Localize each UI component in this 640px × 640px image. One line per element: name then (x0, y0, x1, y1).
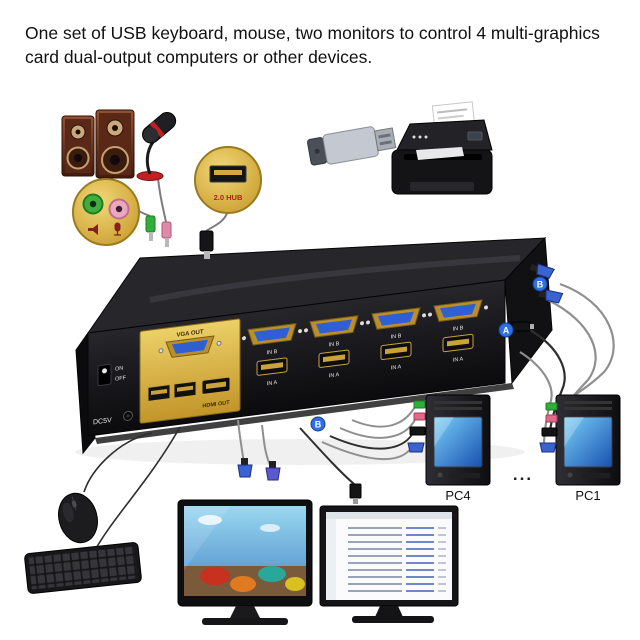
kvm-switch: ON OFF DC5V VGA OUT (75, 236, 553, 465)
mouse (58, 492, 98, 544)
svg-text:B: B (537, 280, 544, 290)
in-b-label: IN B (329, 341, 340, 348)
usb-flash-drive (307, 126, 397, 166)
speakers (61, 109, 135, 179)
in-a-label: IN A (453, 356, 464, 363)
vga-connector-monitor2 (265, 461, 281, 481)
microphone (136, 111, 177, 181)
channel-4: IN B IN A (428, 299, 488, 364)
vga-connector-monitor1 (237, 458, 253, 478)
audio-pink-plug (161, 221, 172, 247)
monitor-1 (177, 499, 313, 625)
channel-2: IN B IN A (304, 315, 364, 379)
speaker-icon (88, 224, 98, 235)
title-line1: One set of USB keyboard, mouse, two moni… (25, 23, 600, 43)
in-b-label: IN B (267, 349, 278, 356)
usb-plug (199, 230, 214, 259)
printer (391, 101, 493, 195)
pc1-label: PC1 (575, 488, 600, 503)
vga-out-port (158, 335, 222, 358)
badge-a-right: A (498, 322, 514, 338)
vga-connector-top-1 (529, 263, 555, 279)
vga-connector-top-2 (538, 289, 564, 304)
usb-out-ports (147, 380, 197, 402)
page-title: One set of USB keyboard, mouse, two moni… (25, 22, 621, 69)
audio-green-plug (145, 215, 156, 241)
monitor-2 (319, 505, 459, 623)
power-switch (97, 363, 112, 386)
in-b-label: IN B (391, 333, 402, 340)
vga-out-label: VGA OUT (176, 329, 203, 338)
ellipsis: ... (513, 465, 533, 484)
pc4-tower (425, 394, 491, 486)
title-line2: card dual-output computers or other devi… (25, 46, 373, 67)
in-a-label: IN A (267, 380, 278, 387)
pc1-plugs (539, 402, 558, 453)
on-label: ON (115, 366, 123, 373)
usb-hub: 2.0 HUB (194, 146, 262, 214)
channel-1: IN B IN A (242, 322, 302, 387)
pc4-plugs (407, 400, 426, 453)
pc4-label: PC4 (445, 488, 470, 503)
in-b-label: IN B (453, 325, 464, 332)
pc1-tower (555, 394, 621, 486)
in-a-label: IN A (391, 364, 402, 371)
channel-3: IN B IN A (366, 307, 426, 372)
svg-text:B: B (315, 420, 322, 430)
hdmi-out-port (201, 376, 231, 395)
dc5v-label: DC5V (93, 417, 112, 426)
keyboard (24, 542, 142, 594)
mic-icon (114, 222, 121, 236)
badge-b-monitor: B (310, 416, 326, 432)
badge-b-top-right: B (532, 276, 548, 292)
in-a-label: IN A (329, 372, 340, 379)
audio-jacks (72, 178, 140, 246)
hub-label: 2.0 HUB (214, 193, 243, 202)
hdmi-out-label: HDMI OUT (202, 400, 230, 410)
off-label: OFF (115, 375, 127, 382)
svg-text:A: A (503, 326, 510, 336)
hdmi-connector-monitor2 (349, 483, 362, 504)
